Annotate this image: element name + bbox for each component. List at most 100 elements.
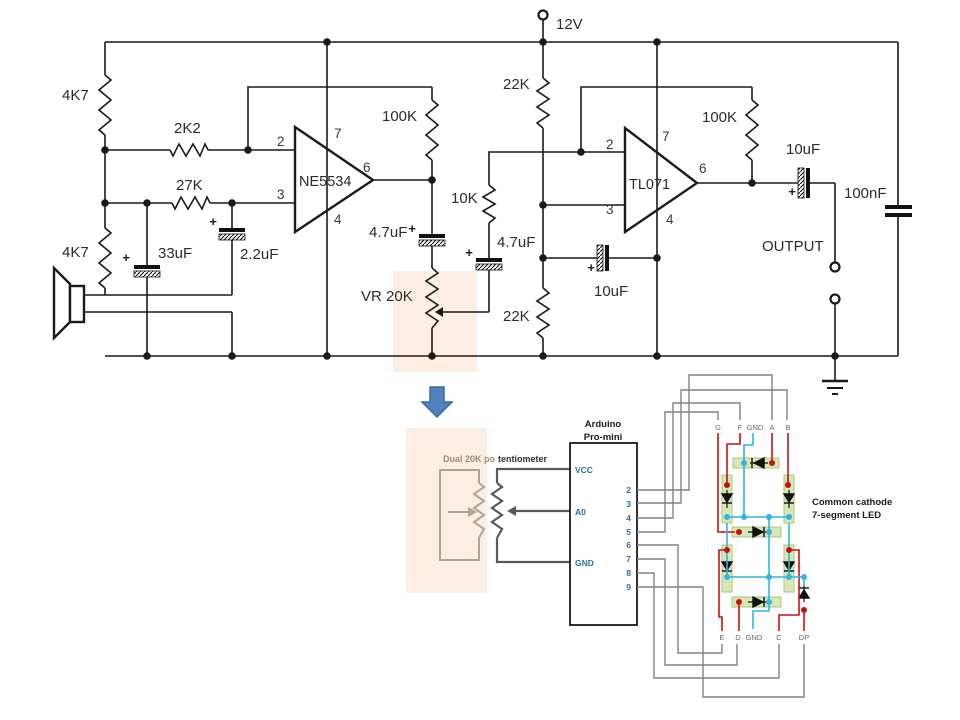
arduino-title-2: Pro-mini [584, 432, 623, 443]
vr-wiper-arrow [435, 307, 443, 317]
seven-segment-display: G F GND A B E D GND C DP Common cathode … [715, 423, 892, 642]
arduino-pin-labels: VCC A0 GND 2 3 4 5 6 7 8 9 [575, 465, 631, 592]
cathode-dots [724, 460, 807, 605]
analog-labels: 4K7 2K2 27K 4K7 33uF 2.2uF NE5534 2 3 7 … [62, 16, 887, 325]
label-output: OUTPUT [762, 238, 824, 255]
diode-d-icon [748, 595, 766, 609]
routing-wires [637, 374, 805, 698]
junction-dots [101, 38, 839, 360]
output-terminal-2 [829, 293, 841, 305]
label-r-bias-bot: 4K7 [62, 244, 89, 261]
arduino-box [569, 442, 638, 626]
op2-pin-4: 4 [666, 212, 674, 227]
resistor-22k-top [535, 77, 551, 129]
arduino-pin-9: 9 [626, 582, 631, 592]
display-pin-c: C [776, 633, 782, 642]
arduino-pin-2: 2 [626, 485, 631, 495]
plus-4.7uf-1: + [408, 221, 416, 236]
pot-light-wiper-arrow [468, 507, 477, 517]
cap-10uf-out [797, 167, 810, 199]
op2-pin-6: 6 [699, 161, 707, 176]
resistor-100k-1 [424, 99, 440, 161]
label-c-couple2: 4.7uF [497, 234, 535, 251]
arduino-pin-5: 5 [626, 527, 631, 537]
mic-symbol [52, 265, 86, 341]
op2-pin-2: 2 [606, 137, 614, 152]
analog-circuit [84, 20, 899, 381]
cap-4.7uf-2 [475, 258, 503, 271]
display-pin-g: G [715, 423, 721, 432]
mic-wires [84, 240, 233, 356]
label-r-in2: 10K [451, 190, 478, 207]
capacitors [133, 167, 912, 278]
cap-100nf [885, 205, 912, 217]
output-terminal-1 [829, 261, 841, 273]
display-pin-dp: DP [799, 633, 809, 642]
arduino-pin-vcc: VCC [575, 465, 593, 475]
label-c-bypass: 33uF [158, 245, 192, 262]
label-opamp2: TL071 [629, 177, 670, 193]
opamp-tl071-symbol [623, 125, 700, 235]
pin2-line2 [488, 151, 625, 185]
mic-body [68, 284, 86, 324]
arduino-pin-8: 8 [626, 568, 631, 578]
op1-pin-7: 7 [334, 126, 342, 141]
label-r-fb2: 100K [702, 109, 737, 126]
feedback-wire2 [580, 86, 752, 152]
pot-label-part2: tentiometer [498, 454, 548, 464]
label-c-out: 10uF [786, 141, 820, 158]
arduino-pin-6: 6 [626, 540, 631, 550]
label-r-div-top: 22K [503, 76, 530, 93]
arduino-pin-a0: A0 [575, 507, 586, 517]
display-pin-b: B [785, 423, 790, 432]
plus-2.2uf: + [209, 214, 217, 229]
resistor-10k [481, 184, 497, 224]
down-arrow-icon [420, 386, 454, 419]
cap-4.7uf-1 [418, 234, 446, 247]
label-vr: VR 20K [361, 288, 413, 305]
pot-highlight [406, 428, 487, 593]
terminals [537, 9, 841, 305]
arduino-title-1: Arduino [585, 419, 622, 430]
pot-dark-wiper-arrow [507, 506, 516, 516]
label-r-bias-top: 4K7 [62, 87, 89, 104]
display-pin-e: E [719, 633, 724, 642]
display-caption-2: 7-segment LED [812, 510, 881, 521]
resistor-100k-2 [744, 99, 760, 161]
op2-pin-7: 7 [662, 129, 670, 144]
arduino-module: Arduino Pro-mini VCC A0 GND 2 3 4 5 6 7 … [569, 419, 638, 626]
plus-10uf-pin4: + [587, 260, 595, 275]
display-pin-gnd-bottom: GND [746, 633, 763, 642]
pot-label-part1: Dual 20K po [443, 454, 496, 464]
label-c-pin4: 10uF [594, 283, 628, 300]
label-r-div-bot: 22K [503, 308, 530, 325]
pot-light-section [439, 469, 486, 561]
label-c-filter: 100nF [844, 185, 887, 202]
display-pin-f: F [738, 423, 743, 432]
op1-pin-6: 6 [363, 160, 371, 175]
anode-dots [724, 460, 807, 613]
vr-20k-body [424, 267, 440, 329]
cap-33uf [133, 265, 161, 278]
label-c-couple-in: 2.2uF [240, 246, 278, 263]
feedback-wire1 [247, 86, 432, 150]
diode-g-icon [748, 525, 766, 539]
display-pin-labels: G F GND A B E D GND C DP [715, 423, 809, 642]
plus-33uf: + [122, 250, 130, 265]
opamp-ne5534-symbol [293, 124, 376, 235]
cap-10uf-pin4 [596, 244, 609, 272]
supply-terminal [537, 9, 549, 21]
resistor-22k-bottom [535, 287, 551, 339]
resistor-27k [171, 195, 211, 211]
diode-b-icon [782, 490, 796, 508]
cap-2.2uf [218, 228, 246, 241]
label-supply: 12V [556, 16, 583, 33]
arduino-pin-4: 4 [626, 513, 631, 523]
display-pin-d: D [735, 633, 741, 642]
arduino-pin-gnd: GND [575, 558, 594, 568]
op2-pin-3: 3 [606, 202, 614, 217]
vr-wiper-wire [443, 270, 490, 313]
pot-dark-section [490, 467, 570, 564]
label-r-gain: 27K [176, 177, 203, 194]
